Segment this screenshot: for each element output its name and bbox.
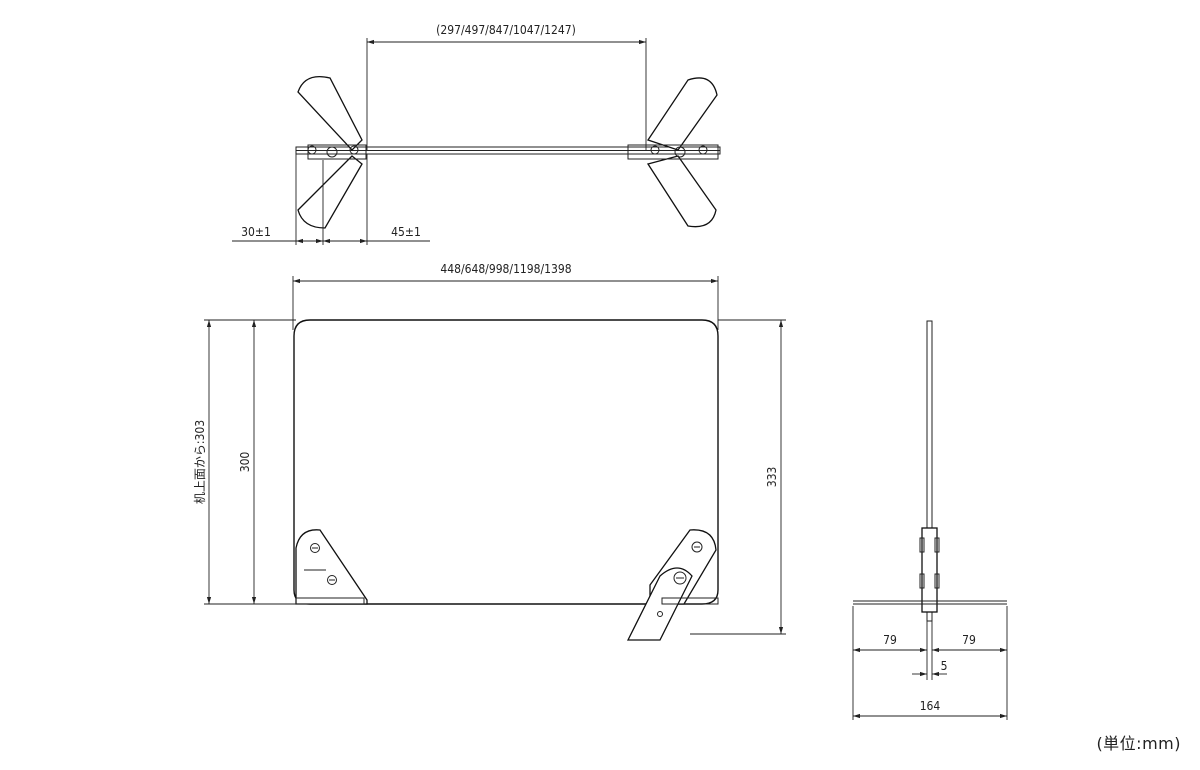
left-foot-front xyxy=(295,529,368,605)
right-foot-top xyxy=(627,77,719,228)
overall-height-label: 333 xyxy=(765,467,779,488)
unit-note: (単位:mm) xyxy=(1096,734,1181,753)
left-foot-top xyxy=(297,75,367,229)
side-right-span-label: 79 xyxy=(962,633,976,647)
top-width-dim-label: (297/497/847/1047/1247) xyxy=(436,23,576,37)
overall-depth-label: 164 xyxy=(920,699,941,713)
right-foot-front xyxy=(626,529,719,641)
foot-depth-label: 45±1 xyxy=(391,225,421,239)
foot-offset-label: 30±1 xyxy=(241,225,271,239)
top-view: (297/497/847/1047/1247) xyxy=(232,23,721,245)
panel-height-label: 300 xyxy=(238,452,252,473)
panel-outline xyxy=(293,319,719,605)
side-left-span-label: 79 xyxy=(883,633,897,647)
panel-edge xyxy=(926,320,933,622)
side-view: 79 79 5 164 xyxy=(852,320,1008,720)
overall-width-label: 448/648/998/1198/1398 xyxy=(440,262,571,276)
height-from-desk-label: 机上面から:303 xyxy=(193,420,207,504)
front-view: 448/648/998/1198/1398 xyxy=(193,262,786,641)
thickness-label: 5 xyxy=(941,659,948,673)
